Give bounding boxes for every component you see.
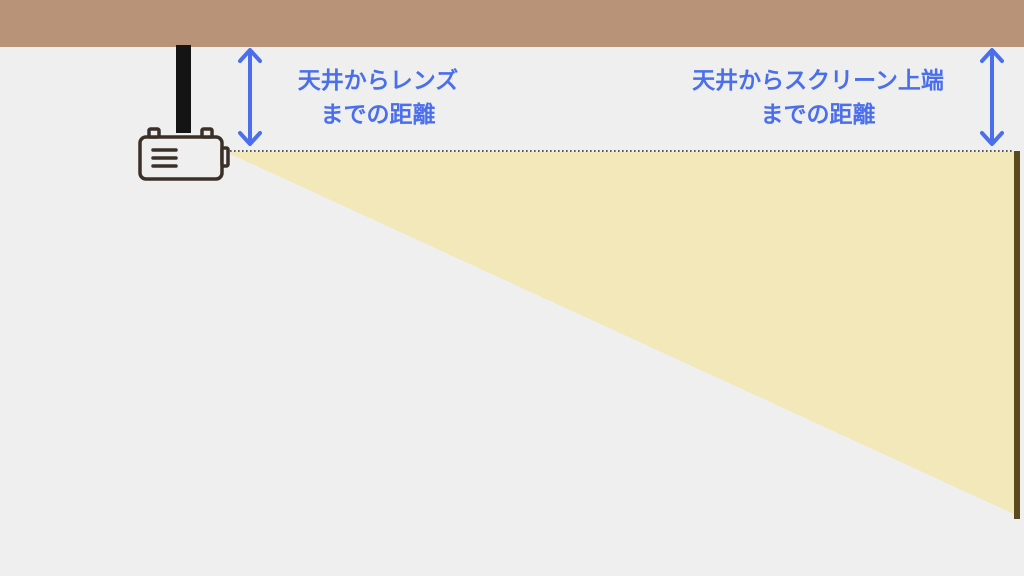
ceiling-to-lens-arrow <box>238 48 262 146</box>
ceiling-to-lens-label-line1: 天井からレンズ <box>297 68 459 94</box>
projector-icon <box>138 127 230 181</box>
projector-mount-pole <box>176 45 191 133</box>
ceiling <box>0 0 1024 47</box>
projection-screen <box>1014 151 1020 519</box>
ceiling-to-screen-top-label-line1: 天井からスクリーン上端 <box>692 68 944 94</box>
ceiling-to-screen-top-arrow <box>980 48 1004 146</box>
ceiling-to-lens-label: 天井からレンズ までの距離 <box>278 64 478 132</box>
ceiling-to-screen-top-label: 天井からスクリーン上端 までの距離 <box>664 64 972 132</box>
projection-light-cone <box>226 152 1016 515</box>
ceiling-to-screen-top-label-line2: までの距離 <box>760 102 876 128</box>
ceiling-to-lens-label-line2: までの距離 <box>320 102 436 128</box>
